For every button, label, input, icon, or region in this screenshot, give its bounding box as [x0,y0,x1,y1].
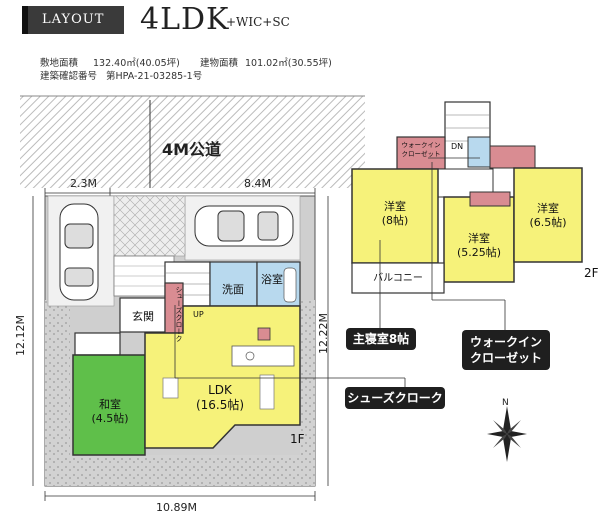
spec-cert-label: 建築確認番号 [40,71,98,82]
spec-building-label: 建物面積 [200,58,239,69]
plan-subtitle: +WIC+SC [226,15,290,29]
floor1-label: 1F [290,432,305,446]
compass-north-label: N [502,398,509,408]
bedroom-8 [351,168,439,264]
balcony [351,262,445,294]
spec-site-value: 132.40㎡(40.05坪) [93,58,180,69]
bedroom-525 [443,196,515,283]
stairs-up-label: UP [193,310,204,319]
dim-left: 12.12M [14,315,27,356]
washroom [209,261,258,307]
dim-top-right: 8.4M [244,177,271,190]
approach-tiles [113,195,186,257]
callout-shoes-closet: シューズクローク [345,387,445,409]
callout-wic-line2: クローゼット [469,351,542,365]
callout-walk-in-closet: ウォークイン クローゼット [462,330,550,370]
japanese-room-name: 和室 [99,398,121,411]
bedroom-65 [513,167,583,263]
bath-label: 浴室 [261,273,283,286]
compass-icon [487,406,527,462]
spec-site-label: 敷地面積 [40,58,79,69]
japanese-room-size: (4.5帖) [91,412,129,425]
bedroom-8-size: (8帖) [381,214,409,227]
ldk-size: (16.5帖) [195,398,245,412]
callout-master-bedroom: 主寝室8帖 [346,328,416,350]
callout-wic-line1: ウォークイン [469,335,542,349]
stairs-down-label: DN [451,142,464,151]
wic [396,136,446,170]
bedroom-8-name: 洋室 [384,200,406,213]
washroom-label: 洗面 [222,283,244,296]
spec-building-value: 101.02㎡(30.55坪) [245,58,332,69]
bedroom-525-size: (5.25帖) [456,246,502,259]
wic-label: ウォークイン クローゼット [401,141,441,158]
ldk-room [144,305,301,449]
dim-top-left: 2.3M [70,177,97,190]
road-area [20,96,365,188]
floor2-label: 2F [584,266,599,280]
balcony-label: バルコニー [373,273,423,284]
spec-cert-value: 第HPA-21-03285-1号 [106,71,203,82]
floor2-building [351,101,583,294]
bedroom-525-name: 洋室 [468,232,490,245]
shoes-closet-label: シューズクローク [175,286,183,342]
dim-bottom: 10.89M [156,501,197,514]
floor1-building [72,261,301,456]
japanese-room [72,354,146,456]
road-label: 4M公道 [162,140,222,159]
bedroom-65-size: (6.5帖) [529,216,567,229]
entrance-label: 玄関 [132,310,154,323]
bedroom-65-name: 洋室 [537,202,559,215]
dim-right: 12.22M [317,313,330,354]
car-left-icon [59,203,99,301]
plan-title: 4LDK [140,2,230,37]
car-right-icon [194,205,294,247]
layout-badge: LAYOUT [22,6,124,34]
ldk-name: LDK [208,383,232,397]
